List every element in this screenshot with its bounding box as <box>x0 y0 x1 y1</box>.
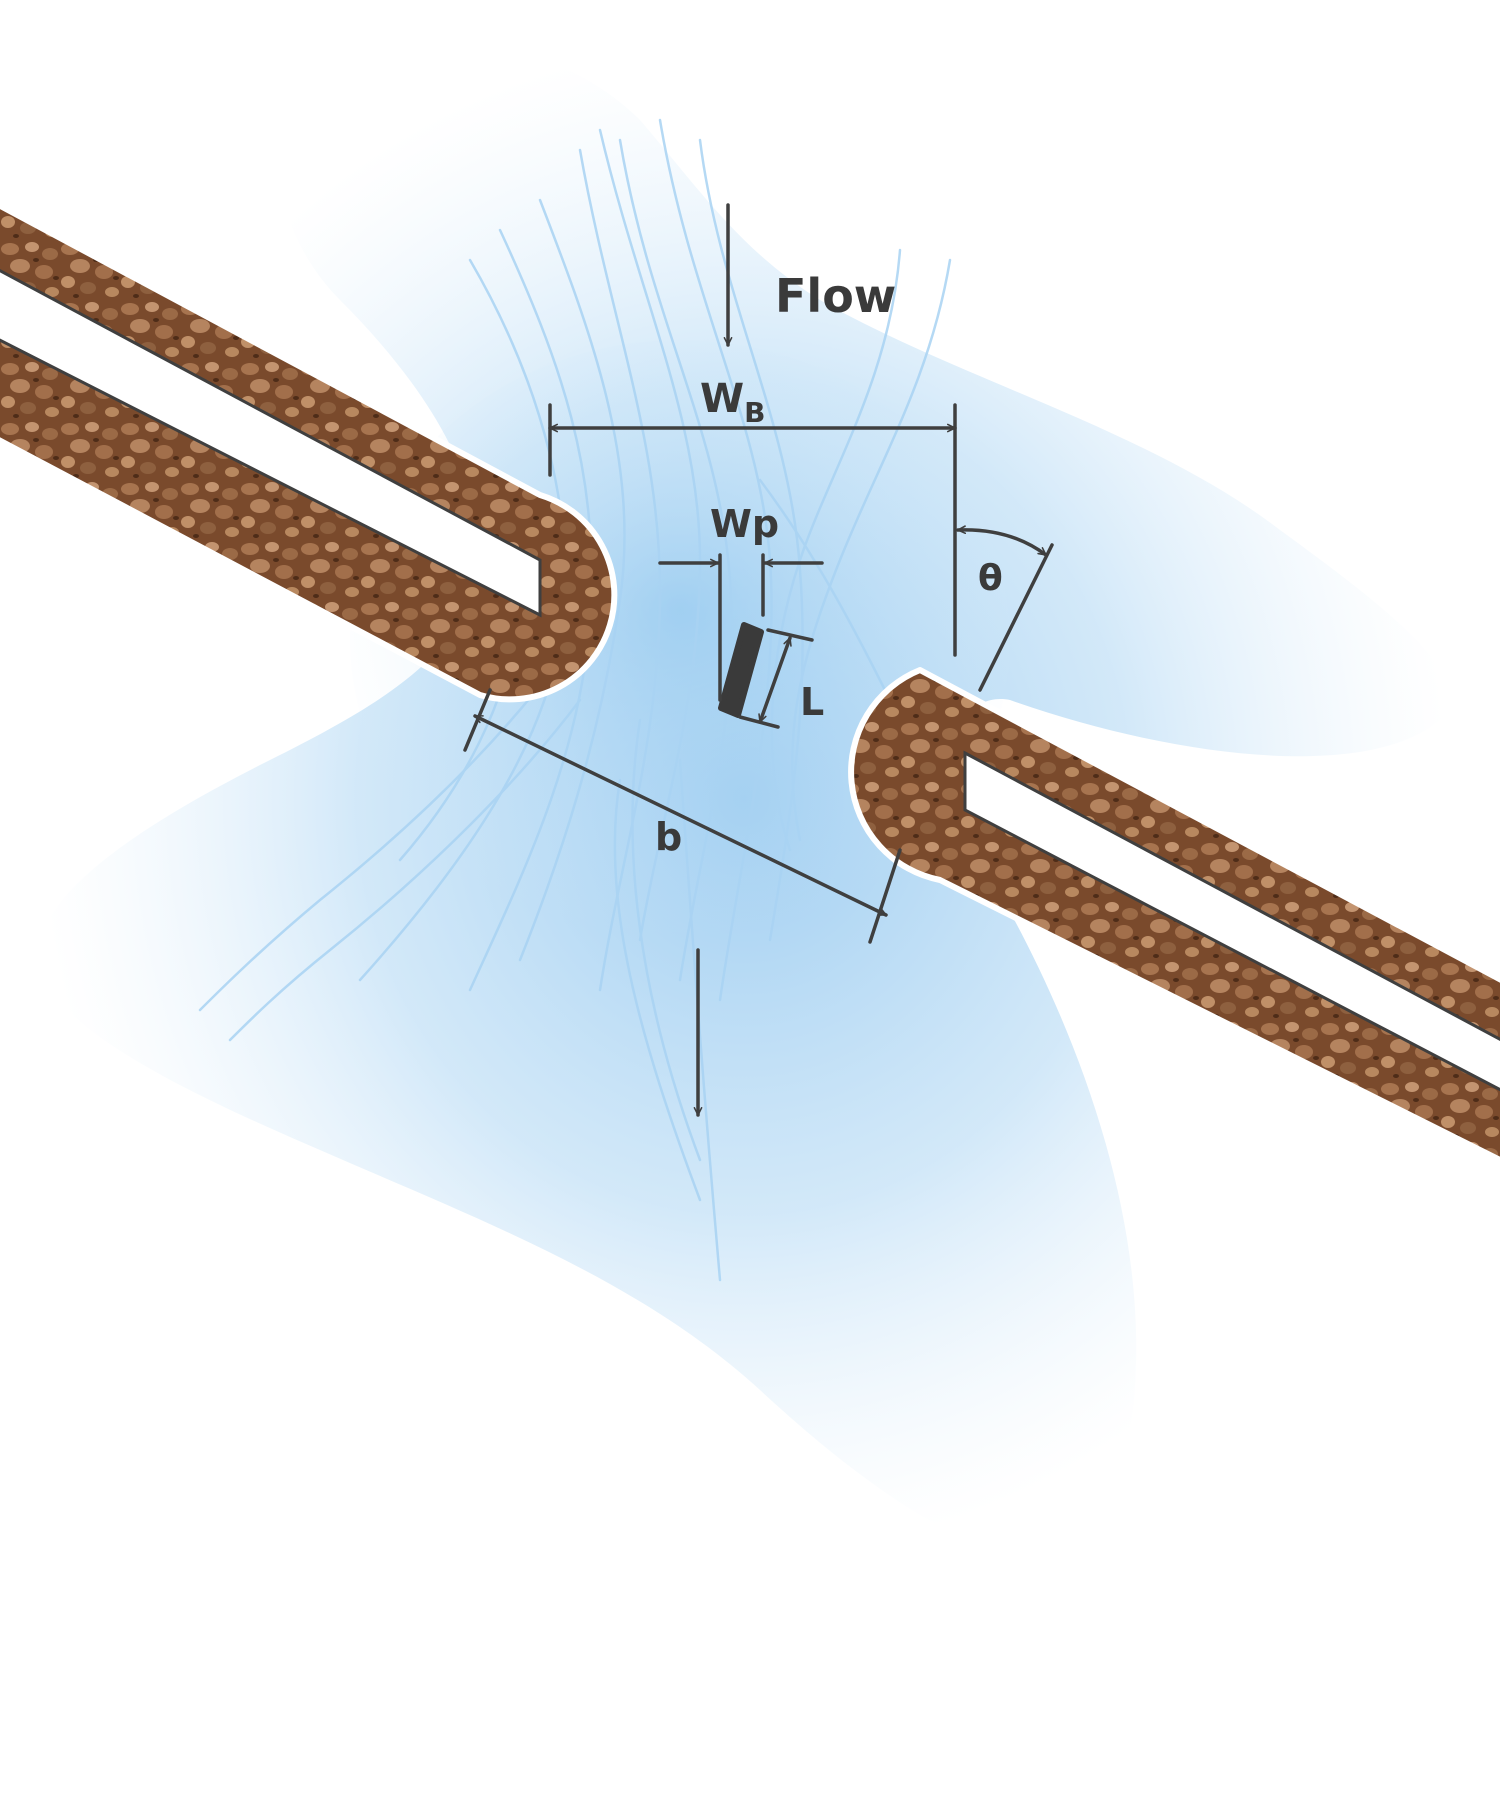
wp-label: Wp <box>710 502 779 546</box>
theta-label: θ <box>978 558 1003 599</box>
flow-label: Flow <box>775 269 896 323</box>
wb-label-main: W <box>700 376 744 422</box>
theta-angle <box>956 525 1054 692</box>
b-label: b <box>655 815 682 859</box>
wb-label-subscript: B <box>744 396 765 429</box>
wp-dimension <box>658 553 824 702</box>
b-dimension <box>463 688 902 944</box>
left-abutment-wall <box>0 202 618 703</box>
wb-dimension <box>548 403 957 657</box>
wb-label: WB <box>700 376 765 429</box>
pile <box>718 622 764 718</box>
l-label: L <box>800 680 824 724</box>
water-flow-region <box>37 40 1450 1557</box>
